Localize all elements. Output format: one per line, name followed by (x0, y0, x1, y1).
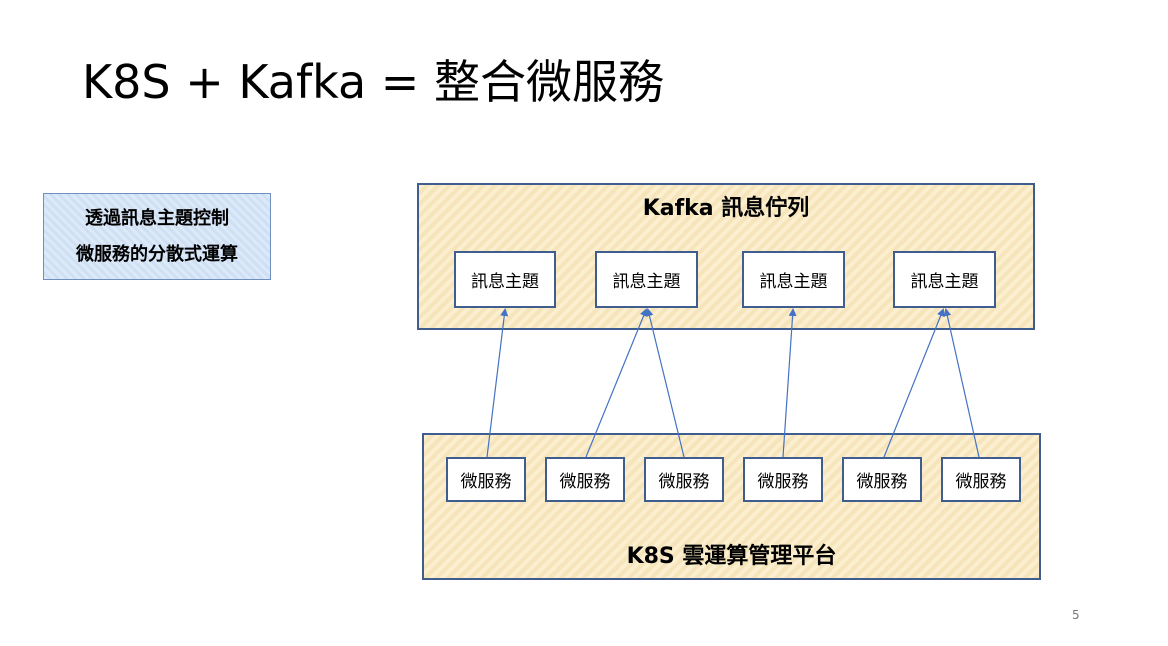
k8s-panel-title: K8S 雲運算管理平台 (626, 544, 837, 569)
topic-box-1: 訊息主題 (454, 251, 556, 308)
slide-title: K8S + Kafka = 整合微服務 (82, 55, 664, 109)
note-line-2: 微服務的分散式運算 (76, 243, 238, 265)
microservice-box-2: 微服務 (545, 457, 625, 502)
k8s-platform-panel: K8S 雲運算管理平台 (422, 433, 1041, 580)
page-number: 5 (1072, 608, 1080, 622)
kafka-panel-title: Kafka 訊息佇列 (642, 196, 810, 221)
microservice-box-6: 微服務 (941, 457, 1021, 502)
microservice-box-5: 微服務 (842, 457, 922, 502)
microservice-box-1: 微服務 (446, 457, 526, 502)
microservice-box-3: 微服務 (644, 457, 724, 502)
microservice-box-4: 微服務 (743, 457, 823, 502)
note-line-1: 透過訊息主題控制 (85, 207, 229, 229)
topic-box-3: 訊息主題 (742, 251, 845, 308)
topic-box-2: 訊息主題 (595, 251, 698, 308)
note-box: 透過訊息主題控制 微服務的分散式運算 (43, 193, 271, 280)
topic-box-4: 訊息主題 (893, 251, 996, 308)
